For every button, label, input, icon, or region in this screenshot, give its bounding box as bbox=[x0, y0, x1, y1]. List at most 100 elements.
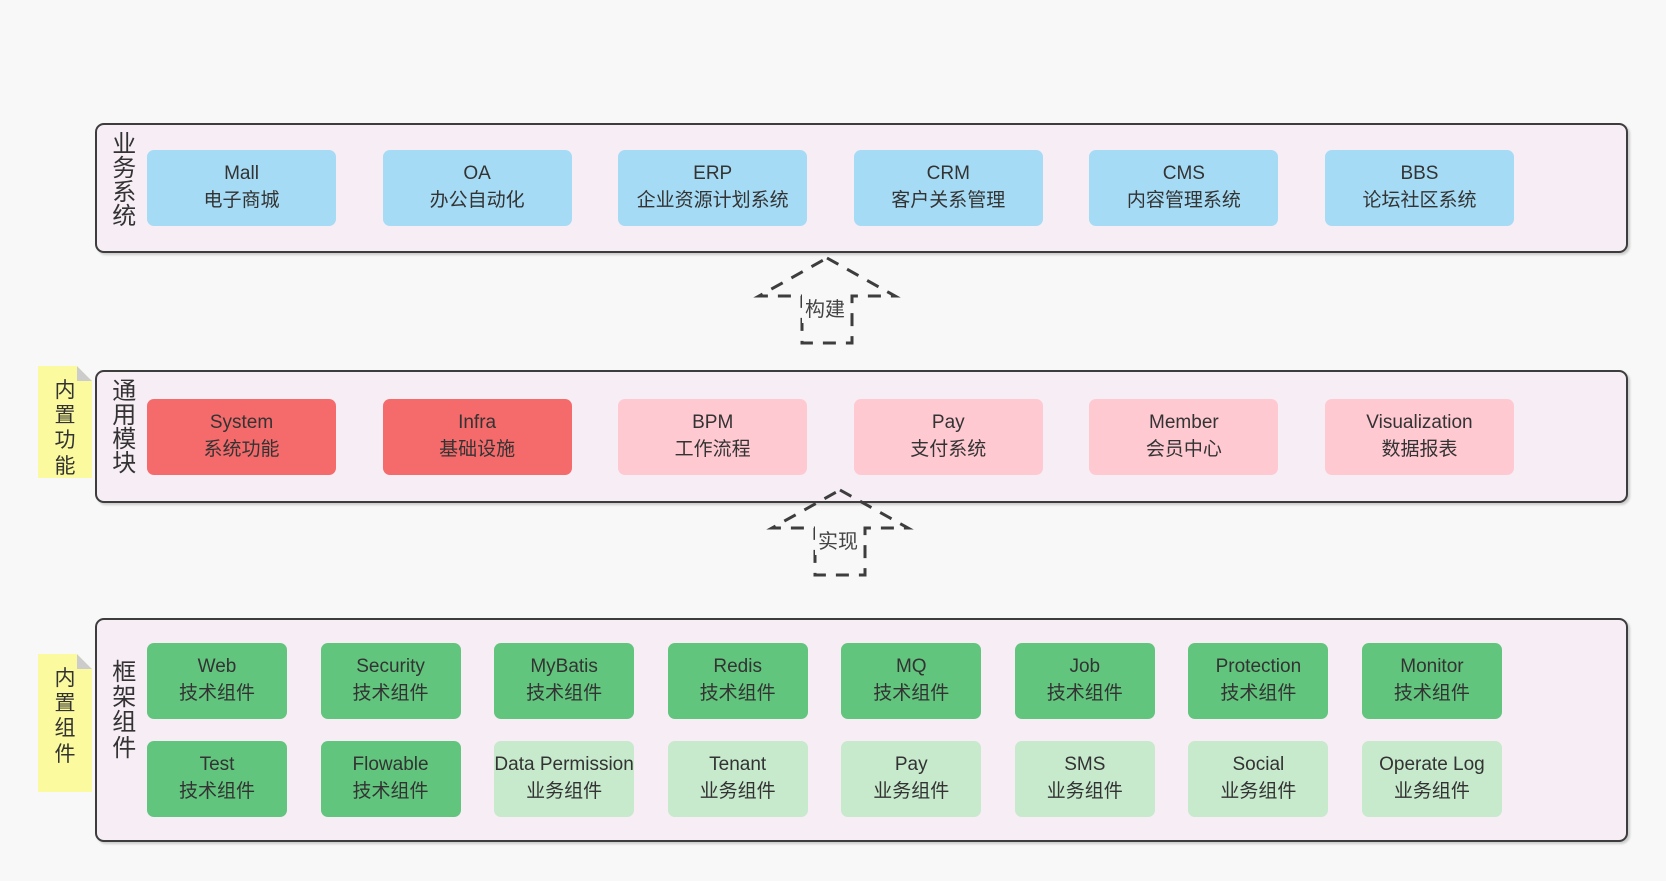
box-subtitle: 会员中心 bbox=[1145, 438, 1222, 460]
box-visualization: Visualization 数据报表 bbox=[1324, 398, 1514, 475]
box-title: Test bbox=[199, 754, 235, 776]
box-title: CRM bbox=[926, 163, 970, 185]
sticky-note-builtin-features: 内置功能 bbox=[38, 366, 92, 478]
box-subtitle: 客户关系管理 bbox=[891, 190, 1006, 211]
box-infra: Infra 基础设施 bbox=[382, 398, 572, 475]
box-subtitle: 业务组件 bbox=[526, 781, 603, 803]
arrow-label-build: 构建 bbox=[802, 292, 848, 323]
box-title: Pay bbox=[931, 411, 965, 433]
box-subtitle: 企业资源计划系统 bbox=[636, 190, 789, 211]
box-subtitle: 电子商城 bbox=[203, 190, 280, 211]
box-subtitle: 系统功能 bbox=[203, 438, 280, 460]
box-title: Operate Log bbox=[1379, 754, 1485, 776]
box-subtitle: 业务组件 bbox=[1220, 781, 1297, 803]
box-title: BPM bbox=[692, 411, 734, 433]
layer-label-business-systems: 业务系统 bbox=[112, 131, 137, 230]
box-row: System 系统功能 Infra 基础设施 BPM 工作流程 Pay 支付系统 Member 会… bbox=[147, 398, 1514, 475]
box-title: Protection bbox=[1215, 655, 1302, 677]
box-mall: Mall 电子商城 bbox=[147, 150, 336, 226]
box-bbs: BBS 论坛社区系统 bbox=[1324, 150, 1514, 226]
box-cms: CMS 内容管理系统 bbox=[1089, 150, 1279, 226]
folded-corner-icon bbox=[77, 366, 92, 381]
box-title: Job bbox=[1069, 655, 1101, 677]
box-subtitle: 业务组件 bbox=[699, 781, 776, 803]
box-title: Member bbox=[1149, 411, 1219, 433]
box-data-permission: Data Permission 业务组件 bbox=[494, 741, 635, 818]
box-title: SMS bbox=[1064, 754, 1106, 776]
box-subtitle: 业务组件 bbox=[1046, 781, 1123, 803]
box-subtitle: 内容管理系统 bbox=[1126, 190, 1241, 211]
box-subtitle: 技术组件 bbox=[526, 682, 603, 704]
dashed-up-arrow-build bbox=[753, 256, 901, 345]
box-pay: Pay 支付系统 bbox=[853, 398, 1043, 475]
box-title: Mall bbox=[224, 163, 259, 185]
box-subtitle: 技术组件 bbox=[178, 682, 255, 704]
box-subtitle: 业务组件 bbox=[873, 781, 950, 803]
box-title: Redis bbox=[713, 655, 762, 677]
box-protection: Protection 技术组件 bbox=[1188, 642, 1329, 719]
box-title: Flowable bbox=[352, 754, 429, 776]
box-web: Web 技术组件 bbox=[147, 642, 287, 719]
box-title: MQ bbox=[895, 655, 927, 677]
box-subtitle: 基础设施 bbox=[439, 438, 516, 460]
box-bpm: BPM 工作流程 bbox=[618, 398, 808, 475]
note-text: 内置组件 bbox=[54, 667, 76, 766]
box-pay: Pay 业务组件 bbox=[841, 741, 982, 818]
box-sms: SMS 业务组件 bbox=[1014, 741, 1155, 818]
arrow-label-implement: 实现 bbox=[815, 524, 861, 555]
folded-corner-icon bbox=[77, 654, 92, 669]
box-system: System 系统功能 bbox=[147, 398, 336, 475]
box-subtitle: 办公自动化 bbox=[429, 190, 525, 211]
box-subtitle: 工作流程 bbox=[674, 438, 751, 460]
box-subtitle: 论坛社区系统 bbox=[1362, 190, 1477, 211]
box-crm: CRM 客户关系管理 bbox=[853, 150, 1043, 226]
box-flowable: Flowable 技术组件 bbox=[320, 741, 461, 818]
box-operate-log: Operate Log 业务组件 bbox=[1361, 741, 1502, 818]
box-title: Tenant bbox=[709, 754, 767, 776]
box-subtitle: 技术组件 bbox=[352, 682, 429, 704]
sticky-note-builtin-components: 内置组件 bbox=[38, 654, 92, 792]
box-subtitle: 技术组件 bbox=[1220, 682, 1297, 704]
box-title: Pay bbox=[894, 754, 928, 776]
box-tenant: Tenant 业务组件 bbox=[667, 741, 808, 818]
box-title: Visualization bbox=[1366, 411, 1473, 433]
box-title: Data Permission bbox=[494, 754, 634, 776]
box-subtitle: 数据报表 bbox=[1381, 438, 1458, 460]
box-subtitle: 技术组件 bbox=[352, 781, 429, 803]
box-title: Web bbox=[197, 655, 237, 677]
box-grid-modules: System 系统功能 Infra 基础设施 BPM 工作流程 Pay 支付系统 Member 会… bbox=[147, 372, 1514, 501]
layer-label-common-modules: 通用模块 bbox=[112, 378, 137, 477]
box-subtitle: 技术组件 bbox=[1393, 682, 1470, 704]
up-arrow-outline bbox=[766, 488, 914, 577]
box-subtitle: 技术组件 bbox=[873, 682, 950, 704]
box-title: CMS bbox=[1162, 163, 1205, 185]
box-title: System bbox=[209, 411, 274, 433]
box-subtitle: 支付系统 bbox=[910, 438, 987, 460]
note-text: 内置功能 bbox=[54, 379, 76, 478]
box-member: Member 会员中心 bbox=[1089, 398, 1279, 475]
box-title: OA bbox=[463, 163, 491, 185]
box-title: BBS bbox=[1400, 163, 1439, 185]
layer-label-framework-components: 框架组件 bbox=[112, 659, 137, 762]
up-arrow-outline bbox=[753, 256, 901, 345]
box-mq: MQ 技术组件 bbox=[841, 642, 982, 719]
box-oa: OA 办公自动化 bbox=[382, 150, 572, 226]
box-title: Security bbox=[356, 655, 425, 677]
box-subtitle: 业务组件 bbox=[1393, 781, 1470, 803]
box-title: Infra bbox=[458, 411, 497, 433]
dashed-up-arrow-implement bbox=[766, 488, 914, 577]
